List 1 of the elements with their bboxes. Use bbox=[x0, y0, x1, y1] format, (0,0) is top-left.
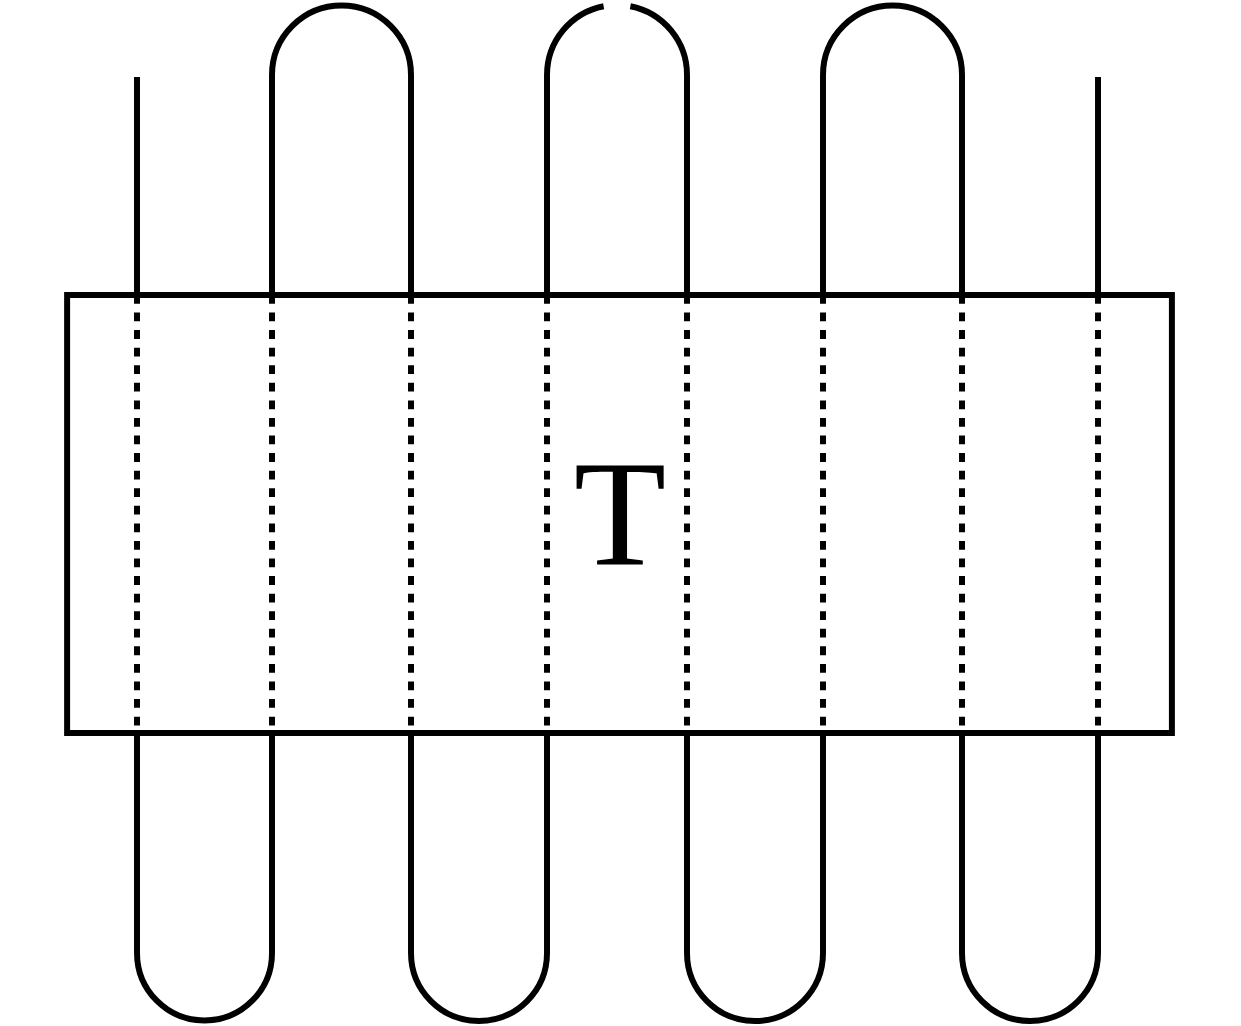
labeled-box: T bbox=[64, 292, 1175, 736]
